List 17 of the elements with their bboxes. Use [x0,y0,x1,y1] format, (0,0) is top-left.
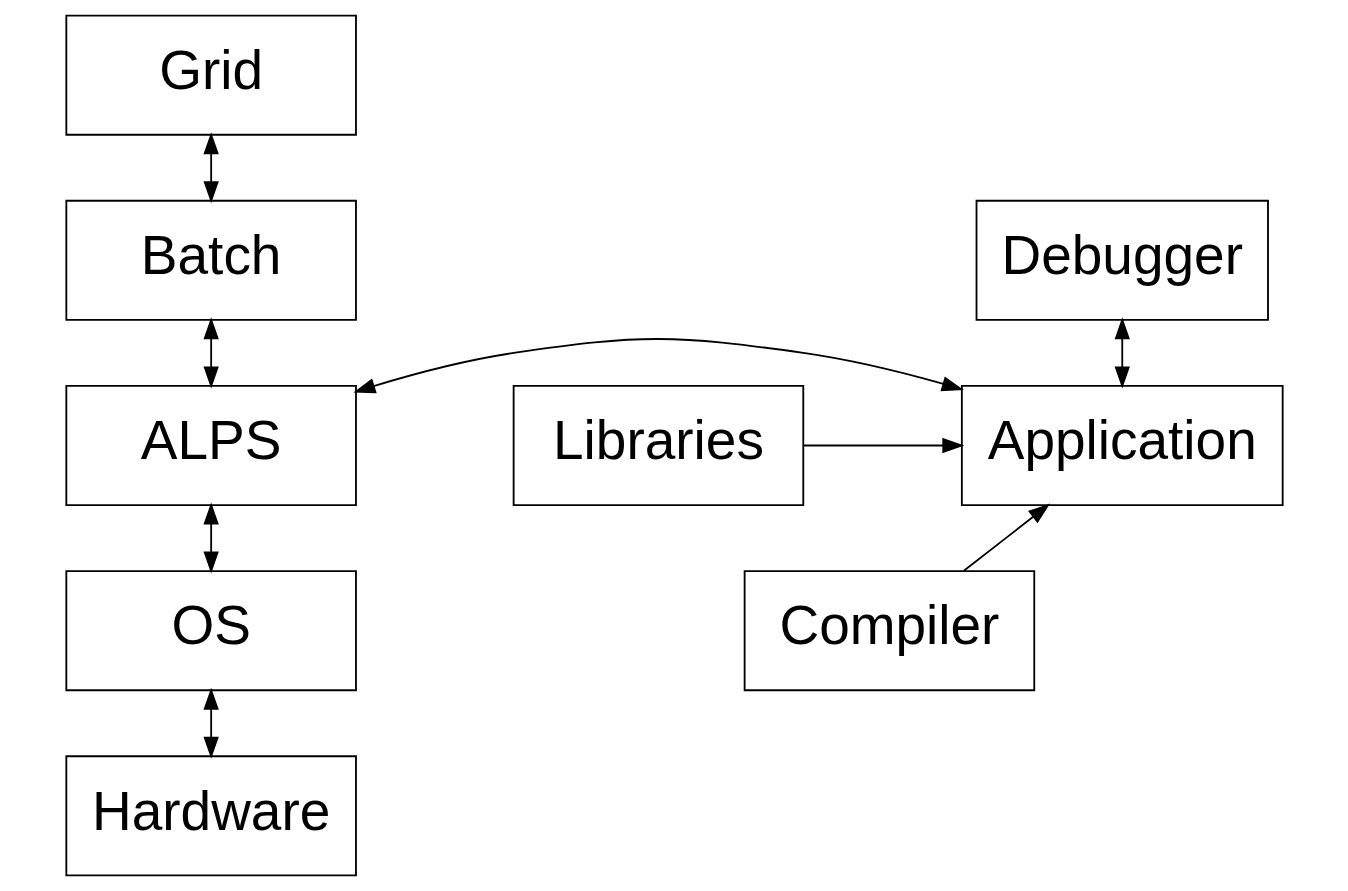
node-box: Grid [64,14,357,136]
arrow [1114,317,1130,389]
node-box: Debugger [975,199,1269,321]
node-box: Batch [64,199,357,321]
node-box: Application [960,385,1284,506]
node-box: Compiler [743,570,1035,692]
node-box: OS [64,570,357,692]
node-box: ALPS [64,385,357,506]
arrow [962,503,1050,572]
arrow [202,687,219,759]
arrow [202,502,219,574]
arrow [202,132,219,204]
arrow [801,437,964,454]
arrow [202,317,219,389]
node-box: Hardware [64,755,357,877]
arrow [352,338,964,394]
node-box: Libraries [512,385,804,506]
